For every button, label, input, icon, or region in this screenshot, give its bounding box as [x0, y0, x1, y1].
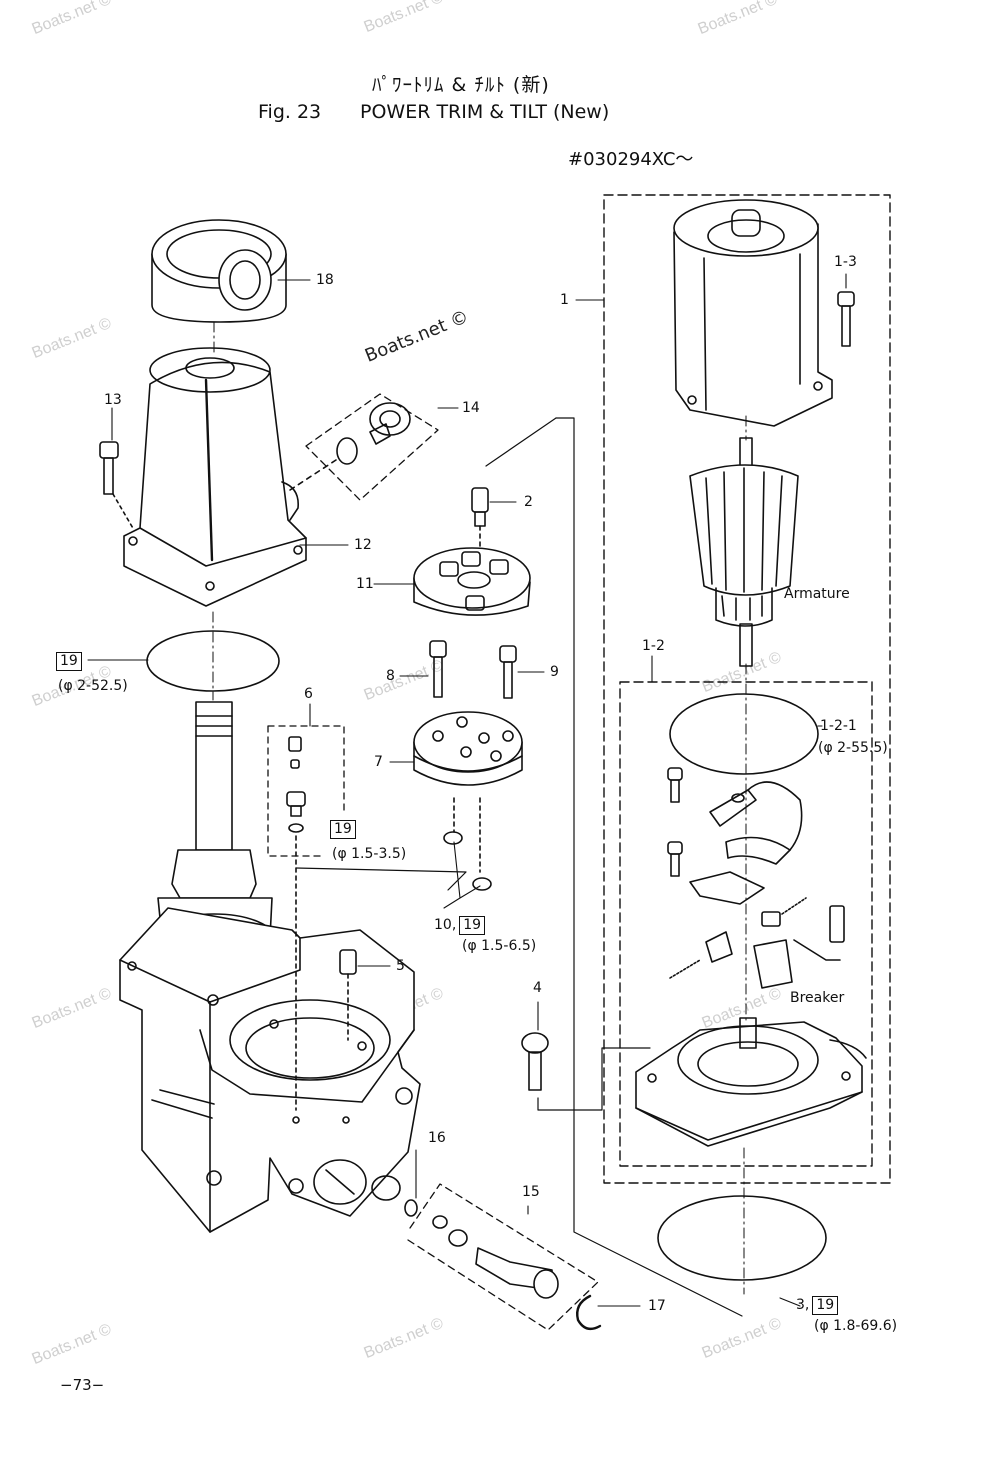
- bolt-part: [837, 291, 855, 347]
- page-number: −73−: [60, 1376, 105, 1394]
- figure-number: Fig. 23: [258, 101, 322, 123]
- callout-leaders: [87, 273, 847, 1307]
- o-ring-part: [669, 693, 819, 775]
- bolt-part: [429, 640, 447, 698]
- ref-box-19: 19: [459, 916, 486, 935]
- callout-3-number: 3,: [796, 1297, 810, 1313]
- o-ring-part: [404, 1199, 418, 1217]
- ref-box-19: 19: [56, 652, 82, 671]
- callout-1-2-1: 1-2-1: [820, 718, 857, 734]
- page-title: POWER TRIM & TILT (New): [360, 101, 610, 123]
- callout-8: 8: [386, 668, 395, 684]
- callout-19: 19: [56, 652, 82, 671]
- callout-19-spec: (φ 2-52.5): [58, 678, 128, 694]
- ref-box-19: 19: [330, 820, 356, 839]
- motor-assembly-group-box: [603, 194, 891, 1184]
- serial-range: #030294XC～: [568, 149, 694, 170]
- motor-base-part: [635, 1017, 867, 1147]
- armature-part: [689, 437, 799, 667]
- brush-holder-parts: [667, 767, 845, 989]
- callout-14: 14: [462, 400, 480, 416]
- circlip-part: [576, 1294, 602, 1331]
- callout-4: 4: [533, 980, 542, 996]
- bolt-part: [499, 645, 517, 699]
- o-ring-part: [657, 1195, 827, 1281]
- callout-9: 9: [550, 664, 559, 680]
- armature-caption: Armature: [784, 586, 850, 602]
- callout-10: 10,19: [434, 916, 486, 935]
- brush-holder-group-box: [619, 681, 873, 1167]
- callout-15: 15: [522, 1184, 540, 1200]
- callout-3-spec: (φ 1.8-69.6): [814, 1318, 898, 1334]
- callout-5: 5: [396, 958, 405, 974]
- callout-17: 17: [648, 1298, 666, 1314]
- o-ring-part: [472, 877, 492, 891]
- main-housing-part: [119, 907, 421, 1233]
- valve-set-part: [267, 725, 345, 1111]
- pump-part: [413, 711, 523, 873]
- callout-16: 16: [428, 1130, 446, 1146]
- title-japanese: ﾊﾟﾜｰﾄﾘﾑ & ﾁﾙﾄ (新): [372, 74, 550, 96]
- o-ring-part: [443, 831, 463, 845]
- reservoir-part: [123, 347, 307, 607]
- callout-6-spec: (φ 1.5-3.5): [332, 846, 407, 862]
- callout-18: 18: [316, 272, 334, 288]
- center-lines: [212, 321, 747, 1295]
- callout-1-2: 1-2: [642, 638, 665, 654]
- callout-12: 12: [354, 537, 372, 553]
- callout-11: 11: [356, 576, 374, 592]
- cap-part: [151, 219, 287, 323]
- plug-part: [339, 949, 357, 1041]
- callout-6-ref: 19: [330, 820, 356, 839]
- screw-part: [521, 1032, 549, 1091]
- breaker-caption: Breaker: [790, 990, 845, 1006]
- assembly-lines: [295, 417, 743, 1317]
- callout-1: 1: [560, 292, 569, 308]
- callout-3: 3,19: [796, 1296, 839, 1315]
- callout-1-3: 1-3: [834, 254, 857, 270]
- filler-plug-part: [289, 393, 439, 501]
- callout-13: 13: [104, 392, 122, 408]
- callout-6: 6: [304, 686, 313, 702]
- manual-valve-part: [407, 1183, 599, 1331]
- callout-2: 2: [524, 494, 533, 510]
- callout-7: 7: [374, 754, 383, 770]
- ref-box-19: 19: [812, 1296, 839, 1315]
- callout-10-number: 10,: [434, 917, 457, 933]
- bolt-part: [99, 441, 135, 531]
- valve-plate-part: [413, 547, 531, 616]
- motor-housing-part: [673, 199, 833, 427]
- o-ring-part: [146, 630, 280, 692]
- callout-10-spec: (φ 1.5-6.5): [462, 938, 537, 954]
- callout-1-2-1-spec: (φ 2-55.5): [818, 740, 888, 756]
